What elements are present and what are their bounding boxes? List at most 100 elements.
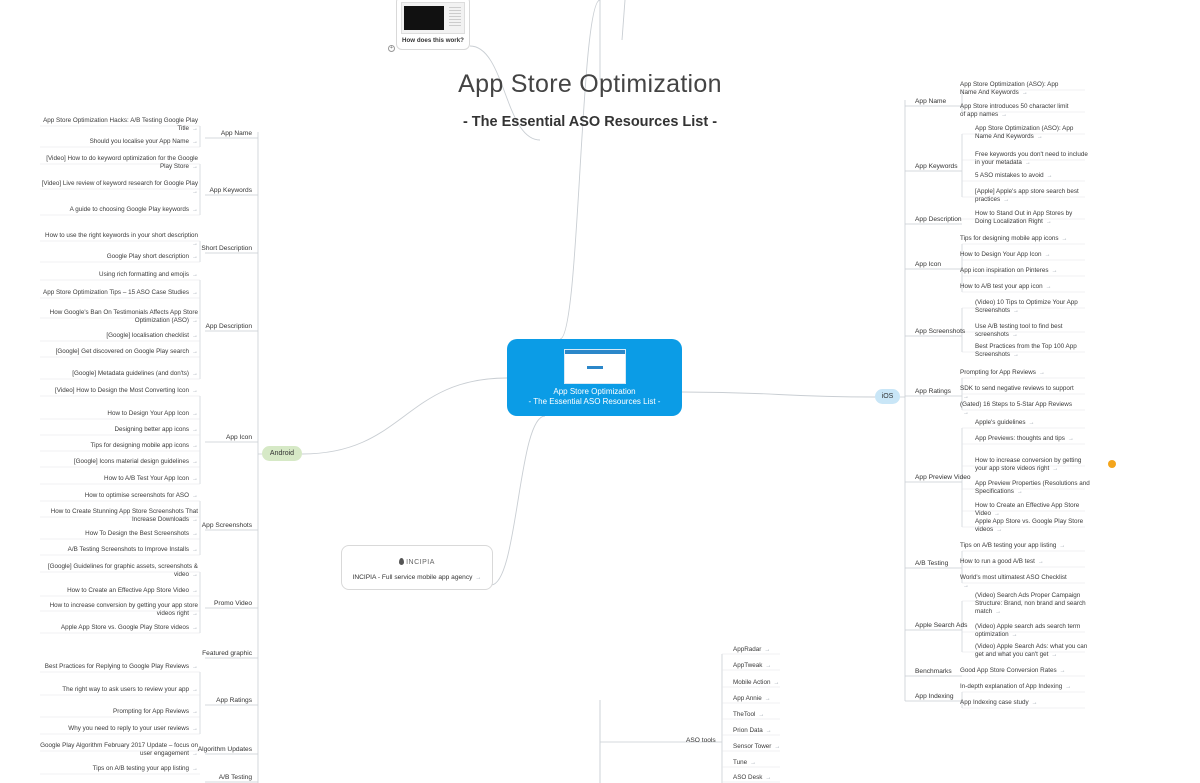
android-branch[interactable]: A/B Testing: [218, 774, 252, 781]
ios-leaf[interactable]: How to Stand Out in App Stores by Doing …: [975, 210, 1090, 226]
ios-leaf[interactable]: Apple App Store vs. Google Play Store vi…: [975, 518, 1090, 534]
central-topic[interactable]: App Store Optimization - The Essential A…: [507, 339, 682, 416]
ios-leaf[interactable]: App Store Optimization (ASO): App Name A…: [975, 125, 1090, 141]
android-branch[interactable]: App Screenshots: [201, 522, 252, 529]
aso-tool-leaf[interactable]: Tune→: [733, 759, 793, 767]
ios-topic[interactable]: iOS: [875, 389, 900, 404]
ios-leaf[interactable]: App Store Optimization (ASO): App Name A…: [960, 81, 1075, 97]
android-branch[interactable]: App Description: [205, 323, 252, 330]
ios-branch[interactable]: App Preview Video: [915, 474, 971, 481]
aso-tool-leaf[interactable]: ASO Desk→: [733, 774, 793, 782]
android-leaf[interactable]: Using rich formatting and emojis→: [40, 271, 198, 279]
ios-branch[interactable]: A/B Testing: [915, 560, 949, 567]
android-branch[interactable]: App Name: [220, 130, 252, 137]
ios-leaf[interactable]: Tips on A/B testing your app listing→: [960, 542, 1075, 550]
android-leaf[interactable]: How to Create an Effective App Store Vid…: [40, 587, 198, 595]
aso-tool-leaf[interactable]: Mobile Action→: [733, 679, 793, 687]
aso-tools-branch[interactable]: ASO tools: [686, 737, 716, 744]
android-leaf[interactable]: [Google] Get discovered on Google Play s…: [40, 348, 198, 356]
android-leaf[interactable]: How Google's Ban On Testimonials Affects…: [40, 309, 198, 325]
ios-leaf[interactable]: App Previews: thoughts and tips→: [975, 435, 1090, 443]
android-leaf[interactable]: App Store Optimization Hacks: A/B Testin…: [40, 117, 198, 133]
android-branch[interactable]: App Icon: [225, 434, 252, 441]
android-branch[interactable]: App Keywords: [209, 187, 252, 194]
collapse-toggle-icon[interactable]: +: [388, 45, 395, 52]
android-leaf[interactable]: A/B Testing Screenshots to Improve Insta…: [40, 546, 198, 554]
ios-branch[interactable]: App Keywords: [915, 163, 958, 170]
android-leaf[interactable]: Prompting for App Reviews→: [40, 708, 198, 716]
ios-leaf[interactable]: Tips for designing mobile app icons→: [960, 235, 1075, 243]
ios-leaf[interactable]: Prompting for App Reviews→: [960, 369, 1075, 377]
ios-leaf[interactable]: SDK to send negative reviews to support→: [960, 385, 1075, 401]
ios-leaf[interactable]: (Video) 10 Tips to Optimize Your App Scr…: [975, 299, 1090, 315]
ios-leaf[interactable]: App Indexing case study→: [960, 699, 1075, 707]
ios-leaf[interactable]: How to run a good A/B test→: [960, 558, 1075, 566]
android-leaf[interactable]: The right way to ask users to review you…: [40, 686, 198, 694]
android-leaf[interactable]: [Google] localisation checklist→: [40, 332, 198, 340]
android-leaf[interactable]: Should you localise your App Name→: [40, 138, 198, 146]
android-leaf[interactable]: Tips on A/B testing your app listing→: [40, 765, 198, 773]
android-leaf[interactable]: [Video] Live review of keyword research …: [40, 180, 198, 196]
android-leaf[interactable]: How to increase conversion by getting yo…: [40, 602, 198, 618]
ios-branch[interactable]: App Indexing: [915, 693, 954, 700]
ios-leaf[interactable]: (Video) Apple search ads search term opt…: [975, 623, 1090, 639]
android-leaf[interactable]: How to use the right keywords in your sh…: [40, 232, 198, 248]
ios-leaf[interactable]: App Store introduces 50 character limit …: [960, 103, 1075, 119]
android-leaf[interactable]: How to A/B Test Your App Icon→: [40, 475, 198, 483]
ios-leaf[interactable]: (Video) Search Ads Proper Campaign Struc…: [975, 592, 1090, 616]
ios-branch[interactable]: Apple Search Ads: [915, 622, 968, 629]
android-leaf[interactable]: Google Play short description→: [40, 253, 198, 261]
android-leaf[interactable]: [Google] Icons material design guideline…: [40, 458, 198, 466]
android-leaf[interactable]: A guide to choosing Google Play keywords…: [40, 206, 198, 214]
ios-leaf[interactable]: Free keywords you don't need to include …: [975, 151, 1090, 167]
ios-branch[interactable]: App Name: [915, 98, 947, 105]
ios-leaf[interactable]: Best Practices from the Top 100 App Scre…: [975, 343, 1090, 359]
ios-leaf[interactable]: In-depth explanation of App Indexing→: [960, 683, 1075, 691]
android-leaf[interactable]: [Google] Guidelines for graphic assets, …: [40, 563, 198, 579]
ios-branch[interactable]: Benchmarks: [915, 668, 952, 675]
android-leaf[interactable]: Designing better app icons→: [40, 426, 198, 434]
ios-leaf[interactable]: Good App Store Conversion Rates→: [960, 667, 1075, 675]
android-branch[interactable]: App Ratings: [216, 697, 252, 704]
incipia-card[interactable]: INCIPIA INCIPIA - Full service mobile ap…: [341, 545, 493, 590]
android-branch[interactable]: Promo Video: [214, 600, 252, 607]
android-leaf[interactable]: Best Practices for Replying to Google Pl…: [40, 663, 198, 671]
ios-leaf[interactable]: World's most ultimatest ASO Checklist→: [960, 574, 1075, 590]
aso-tool-leaf[interactable]: AppTweak→: [733, 662, 793, 670]
android-leaf[interactable]: How to optimise screenshots for ASO→: [40, 492, 198, 500]
android-branch[interactable]: Featured graphic: [202, 650, 252, 657]
ios-branch[interactable]: App Screenshots: [915, 328, 966, 335]
ios-leaf[interactable]: App Preview Properties (Resolutions and …: [975, 480, 1090, 496]
android-branch[interactable]: Short Description: [201, 245, 252, 252]
android-leaf[interactable]: How to Design Your App Icon→: [40, 410, 198, 418]
ios-leaf[interactable]: 5 ASO mistakes to avoid→: [975, 172, 1090, 180]
how-does-this-work-card[interactable]: How does this work?: [396, 0, 470, 50]
ios-branch[interactable]: App Icon: [915, 261, 942, 268]
android-leaf[interactable]: How To Design the Best Screenshots→: [40, 530, 198, 538]
android-leaf[interactable]: Google Play Algorithm February 2017 Upda…: [40, 742, 198, 758]
android-leaf[interactable]: [Video] How to do keyword optimization f…: [40, 155, 198, 171]
aso-tool-leaf[interactable]: Sensor Tower→: [733, 743, 793, 751]
android-leaf[interactable]: How to Create Stunning App Store Screens…: [40, 508, 198, 524]
ios-leaf[interactable]: (Gated) 16 Steps to 5-Star App Reviews→: [960, 401, 1075, 417]
android-leaf[interactable]: Apple App Store vs. Google Play Store vi…: [40, 624, 198, 632]
aso-tool-leaf[interactable]: TheTool→: [733, 711, 793, 719]
ios-leaf[interactable]: Apple's guidelines→: [975, 419, 1090, 427]
ios-leaf[interactable]: [Apple] Apple's app store search best pr…: [975, 188, 1090, 204]
aso-tool-leaf[interactable]: AppRadar→: [733, 646, 793, 654]
ios-branch[interactable]: App Ratings: [915, 388, 951, 395]
ios-leaf[interactable]: App icon inspiration on Pinteres→: [960, 267, 1075, 275]
ios-leaf[interactable]: How to increase conversion by getting yo…: [975, 457, 1090, 473]
ios-leaf[interactable]: How to A/B test your app icon→: [960, 283, 1075, 291]
ios-leaf[interactable]: How to Create an Effective App Store Vid…: [975, 502, 1090, 518]
aso-tool-leaf[interactable]: Prion Data→: [733, 727, 793, 735]
ios-leaf[interactable]: Use A/B testing tool to find best screen…: [975, 323, 1090, 339]
android-leaf[interactable]: [Video] How to Design the Most Convertin…: [40, 387, 198, 395]
android-leaf[interactable]: [Google] Metadata guidelines (and don'ts…: [40, 370, 198, 378]
ios-leaf[interactable]: (Video) Apple Search Ads: what you can g…: [975, 643, 1090, 659]
android-topic[interactable]: Android: [262, 446, 302, 461]
android-leaf[interactable]: App Store Optimization Tips – 15 ASO Cas…: [40, 289, 198, 297]
android-leaf[interactable]: Why you need to reply to your user revie…: [40, 725, 198, 733]
ios-branch[interactable]: App Description: [915, 216, 962, 223]
ios-leaf[interactable]: How to Design Your App Icon→: [960, 251, 1075, 259]
